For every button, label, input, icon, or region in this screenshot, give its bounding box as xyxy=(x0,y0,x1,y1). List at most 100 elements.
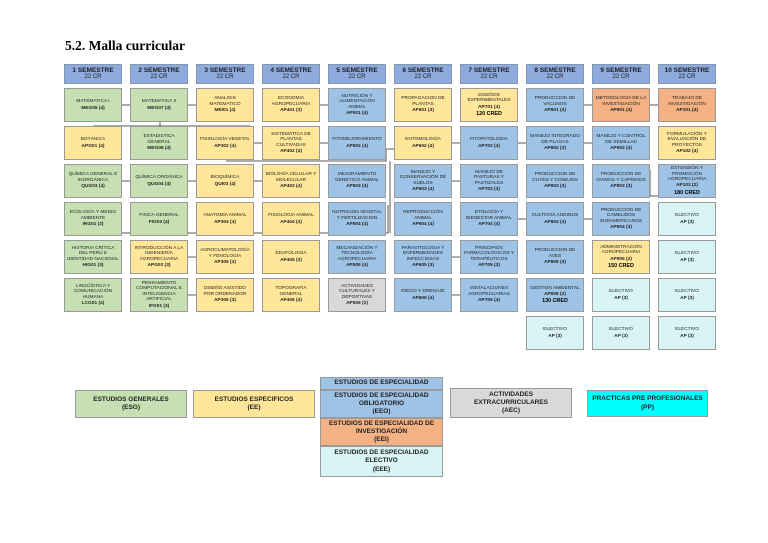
course-box: ELECTIVO AP (3) xyxy=(592,316,650,350)
course-code: AP902 (4) xyxy=(610,146,632,152)
course-box: PARASITOLOGIA Y ENFERMEDADES INFECCIOSAS… xyxy=(394,240,452,274)
course-code: AP903 (3) xyxy=(610,184,632,190)
course-code: AP601 (3) xyxy=(412,108,434,114)
course-box: ELECTIVO AP (3) xyxy=(658,316,716,350)
course-code: AP703 (3) xyxy=(478,186,500,192)
semester-credits: 22 CR xyxy=(480,74,498,81)
course-code: IRG01 (3) xyxy=(82,222,104,228)
course-name: MANEJO DE PASTURAS Y PASTIZALES xyxy=(474,169,504,186)
semester-label: 7 SEMESTRE xyxy=(468,66,510,74)
course-name: FISIOLOGIA ANIMAL xyxy=(268,213,314,219)
course-box: LINGÜÍSTICA Y COMUNICACIÓN HUMANA LCG01 … xyxy=(64,278,122,312)
course-name: EDAFOLOGIA xyxy=(275,251,307,257)
course-box: TOPOGRAFIA GENERAL AP406 (4) xyxy=(262,278,320,312)
course-name: ELECTIVO xyxy=(675,289,699,295)
course-name: GESTION AMBIENTAL xyxy=(530,285,580,291)
course-code: AP304 (4) xyxy=(214,219,236,225)
semester-label: 3 SEMESTRE xyxy=(204,66,246,74)
course-code: AP705 (3) xyxy=(478,262,500,268)
curriculum-grid: 1 SEMESTRE 22 CR MATEMATICA I MEG05 (4) … xyxy=(64,64,716,350)
course-code: AP (3) xyxy=(614,333,628,339)
semester-label: 4 SEMESTRE xyxy=(270,66,312,74)
course-code: AP502 (4) xyxy=(346,143,368,149)
course-box: INSTALACIONES AGROPECUARIAS AP706 (4) xyxy=(460,278,518,312)
course-box: NUTRICIÓN Y ALIMENTACIÓN ANIMAL AP501 (4… xyxy=(328,88,386,122)
course-name: ELECTIVO xyxy=(609,327,633,333)
course-box: BOTÁNICA APG01 (4) xyxy=(64,126,122,160)
course-code: LCG01 (4) xyxy=(81,300,105,306)
course-name: ECOLOGÍA Y MEDIO AMBIENTE xyxy=(69,210,117,221)
course-name: ELECTIVO xyxy=(609,289,633,295)
course-code: AP403 (4) xyxy=(280,184,302,190)
course-code: MEI01 (4) xyxy=(214,108,236,114)
course-code: AP803 (3) xyxy=(544,184,566,190)
course-box: GESTION AMBIENTAL AP806 (2) 130 CRED xyxy=(526,278,584,312)
course-code: AP701 (4) xyxy=(478,104,500,110)
course-box: INTRODUCCIÓN A LA INGENIERÍA AGROPECUARI… xyxy=(130,240,188,274)
semester-credits: 22 CR xyxy=(546,74,564,81)
course-box: AGROCLIMATOLOGÍA Y FENOLOGÍA AP305 (3) xyxy=(196,240,254,274)
course-box: DISEÑOS EXPERIMENTALES AP701 (4) 120 CRE… xyxy=(460,88,518,122)
course-code: AP506 (2) xyxy=(346,300,368,306)
course-name: NUTRICION VEGETAL Y FERTILIZACION xyxy=(332,210,382,221)
course-code: AP905 (2) xyxy=(610,256,632,262)
course-name: FORMULACIÓN Y EVALUACIÓN DE PROYECTOS xyxy=(667,131,707,148)
course-name: QUÍMICA ORGÁNICA xyxy=(135,175,183,181)
course-credit-milestone: 150 CRED xyxy=(608,263,634,270)
course-code: AP406 (4) xyxy=(280,298,302,304)
semester-label: 2 SEMESTRE xyxy=(138,66,180,74)
semester-label: 5 SEMESTRE xyxy=(336,66,378,74)
course-box: METODOLOGIA DE LA INVESTIGACIÓN AP901 (4… xyxy=(592,88,650,122)
course-credit-milestone: 120 CRED xyxy=(476,111,502,118)
course-name: ESTADISTICA GENERAL xyxy=(143,134,175,145)
course-code: AP504 (4) xyxy=(346,222,368,228)
course-box: ELECTIVO AP (3) xyxy=(592,278,650,312)
course-box: FISIOLOGÍA VEGETAL AP302 (4) xyxy=(196,126,254,160)
course-code: AP704 (4) xyxy=(478,222,500,228)
course-box: RIEGO Y DRENAJE AP606 (4) xyxy=(394,278,452,312)
course-box: ENTOMOLOGÍA AP602 (4) xyxy=(394,126,452,160)
course-box: ADMINISTRACIÓN AGROPECUARIA AP905 (2) 15… xyxy=(592,240,650,274)
course-name: INTRODUCCIÓN A LA INGENIERÍA AGROPECUARI… xyxy=(134,245,184,262)
course-box: PRODUCCION DE VACUNOS AP801 (4) xyxy=(526,88,584,122)
course-code: AP505 (4) xyxy=(346,262,368,268)
course-box: REPRODUCCIÓN ANIMAL AP604 (4) xyxy=(394,202,452,236)
course-box: ELECTIVO AP (3) xyxy=(526,316,584,350)
legend-estudios-generales: ESTUDIOS GENERALES (ESG) xyxy=(75,390,187,418)
course-name: CULTIVOS ANDINOS xyxy=(531,213,579,219)
course-box: PRODUCCIÓN DE OVINOS Y CAPRINOS AP903 (3… xyxy=(592,164,650,198)
course-name: QUÍMICA GENERAL E INORGÁNICA xyxy=(68,172,118,183)
course-box: FISICA GENERAL FIG03 (4) xyxy=(130,202,188,236)
course-code: HIG01 (3) xyxy=(82,262,104,268)
course-name: PARASITOLOGIA Y ENFERMEDADES INFECCIOSAS xyxy=(401,245,445,262)
semester-credits: 22 CR xyxy=(150,74,168,81)
course-code: APG02 (3) xyxy=(147,262,171,268)
legend-actividades-extracurriculares: ACTIVIDADES EXTRACURRICULARES (AEC) xyxy=(450,388,572,418)
course-code: QUI03 (4) xyxy=(214,181,236,187)
course-code: AP306 (3) xyxy=(214,298,236,304)
course-code: AP904 (3) xyxy=(610,224,632,230)
course-code: AP103 (2) xyxy=(676,183,698,189)
course-name: ECONOMIA AGROPECUARIA xyxy=(271,96,311,107)
semester-label: 6 SEMESTRE xyxy=(402,66,444,74)
course-box: FITOMEJORAMIENTO AP502 (4) xyxy=(328,126,386,160)
course-box: MECANIZACIÓN Y TECNOLOGÍA AGROPECUARIA A… xyxy=(328,240,386,274)
course-name: METODOLOGIA DE LA INVESTIGACIÓN xyxy=(595,96,647,107)
course-code: AP503 (4) xyxy=(346,184,368,190)
course-code: AP (3) xyxy=(680,257,694,263)
course-box: MANEJO Y CONTROL DE SEMILLAS AP902 (4) xyxy=(592,126,650,160)
course-code: AP302 (4) xyxy=(214,143,236,149)
course-code: AP (3) xyxy=(680,295,694,301)
course-name: PRINCIPIOS FARMACOLÓGICOS Y TERAPÉUTICOS xyxy=(463,245,515,262)
course-credit-milestone: 180 CRED xyxy=(674,189,700,196)
semester-header: 5 SEMESTRE 22 CR xyxy=(328,64,386,84)
course-code: AP804 (4) xyxy=(544,219,566,225)
course-box: PENSAMIENTO COMPUTACIONAL E INTELIGENCIA… xyxy=(130,278,188,312)
course-name: LINGÜÍSTICA Y COMUNICACIÓN HUMANA xyxy=(73,283,113,300)
course-box: DISEÑO ASISTIDO POR ORDENADOR AP306 (3) xyxy=(196,278,254,312)
course-box: FORMULACIÓN Y EVALUACIÓN DE PROYECTOS AP… xyxy=(658,126,716,160)
course-name: SISTEMÁTICA DE PLANTAS CULTIVADAS xyxy=(271,131,311,148)
course-code: AP101 (4) xyxy=(676,108,698,114)
course-code: AP901 (4) xyxy=(610,108,632,114)
